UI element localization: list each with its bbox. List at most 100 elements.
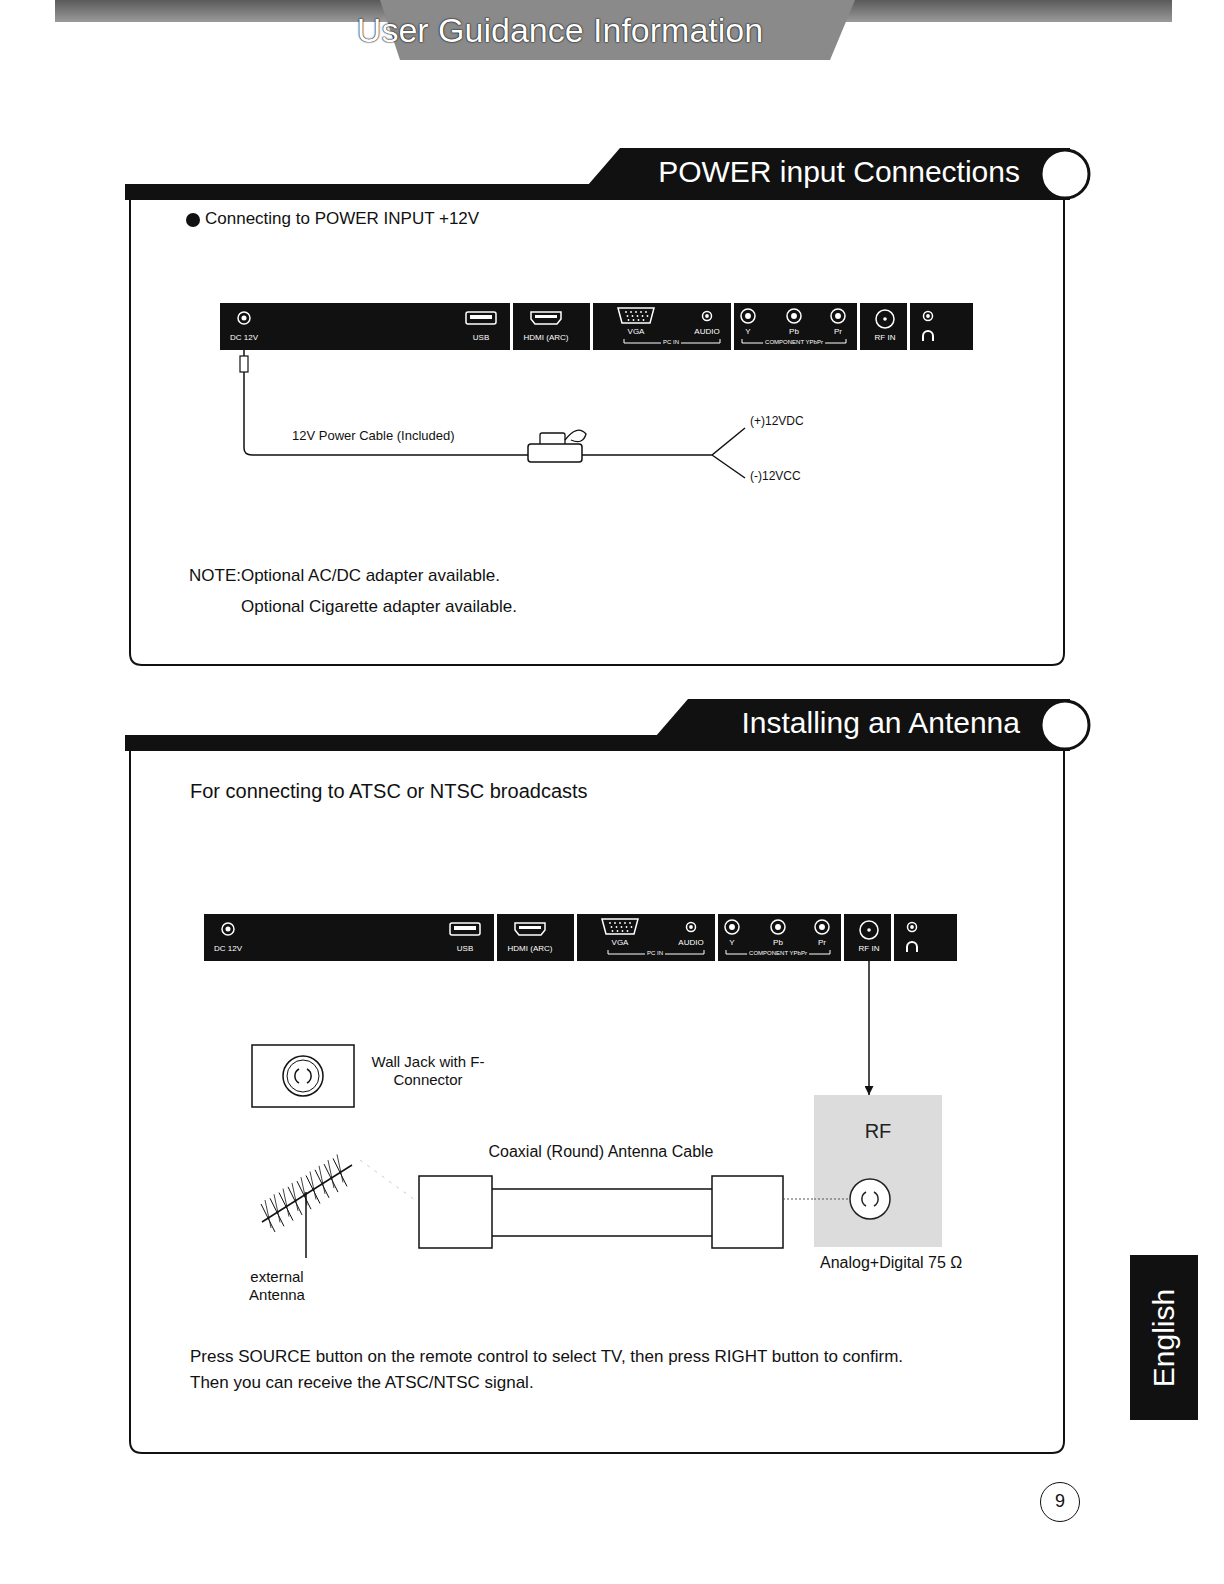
port-label: HDMI (ARC) xyxy=(506,945,555,953)
headphone-symbol xyxy=(923,331,933,341)
usb-port xyxy=(466,312,496,324)
port-label: USB xyxy=(471,334,491,342)
cable-end-left xyxy=(419,1176,492,1248)
strip-divider xyxy=(574,914,577,961)
vga-pin xyxy=(609,922,611,924)
jack-pin xyxy=(705,314,709,318)
vga-pin xyxy=(632,315,634,317)
section-heading: POWER input Connections xyxy=(658,154,1020,190)
connector-strip: DC 12VUSBHDMI (ARC)VGAAUDIOPC INYPbPrCOM… xyxy=(204,914,957,961)
port-label: VGA xyxy=(610,939,631,947)
jack-pin xyxy=(729,924,735,930)
rf-port xyxy=(860,921,878,939)
panel-tab-circle xyxy=(1041,701,1089,749)
port-name: RF xyxy=(865,1119,892,1143)
connector-strip-art xyxy=(204,914,957,961)
antenna-element xyxy=(337,1154,343,1182)
rf-socket-symbol xyxy=(862,1192,878,1206)
wall-jack-inner xyxy=(287,1060,319,1092)
cable-to-rf xyxy=(814,1199,850,1200)
panel-outline xyxy=(130,751,1064,1453)
jack-pin xyxy=(819,924,825,930)
cable-to-rf xyxy=(783,1199,814,1200)
panel-outline xyxy=(130,200,1064,665)
vga-pin xyxy=(614,922,616,924)
antenna-element xyxy=(333,1158,347,1186)
part-label: Wall Jack with F-Connector xyxy=(363,1053,493,1089)
polarity-label: (+)12VDC xyxy=(750,414,804,428)
jack xyxy=(908,923,917,932)
rf-art xyxy=(814,1095,942,1247)
fuse-strap xyxy=(565,430,586,441)
coaxial-cable xyxy=(492,1189,712,1236)
vga-pin xyxy=(617,930,619,932)
port-label: Y xyxy=(743,328,752,336)
jack xyxy=(924,312,933,321)
instruction-text: Press SOURCE button on the remote contro… xyxy=(190,1347,903,1367)
rf-ground xyxy=(814,1095,942,1247)
headphone-symbol xyxy=(907,942,917,952)
hdmi-tongue xyxy=(519,926,541,929)
hdmi-port xyxy=(531,312,561,324)
section-panel: Installing an AntennaDC 12VUSBHDMI (ARC)… xyxy=(125,697,1082,1455)
port-label: USB xyxy=(455,945,475,953)
jack xyxy=(222,923,234,935)
language-tab: English xyxy=(1130,1255,1198,1420)
group-label: PC IN xyxy=(661,339,681,345)
antenna-element xyxy=(279,1193,293,1221)
jack-pin xyxy=(689,925,693,929)
page-number: 9 xyxy=(1040,1482,1080,1522)
strip-divider xyxy=(494,914,497,961)
note-text: Optional Cigarette adapter available. xyxy=(241,597,517,617)
jack-pin xyxy=(241,315,246,320)
strip-ground xyxy=(204,914,957,961)
jack-pin xyxy=(791,313,797,319)
vga-pin xyxy=(622,930,624,932)
strip-divider xyxy=(510,303,513,350)
vga-pin xyxy=(631,926,633,928)
strip-divider xyxy=(857,303,860,350)
vga-pin xyxy=(633,319,635,321)
antenna-element xyxy=(315,1170,329,1198)
jack xyxy=(815,920,829,934)
part-label: Coaxial (Round) Antenna Cable xyxy=(488,1142,713,1161)
port-label: RF IN xyxy=(857,945,882,953)
jack xyxy=(687,923,696,932)
vga-pin xyxy=(629,922,631,924)
port-label: HDMI (ARC) xyxy=(522,334,571,342)
fuse-holder xyxy=(528,444,582,462)
jack-pin xyxy=(225,926,230,931)
jack xyxy=(703,312,712,321)
jack xyxy=(771,920,785,934)
vga-pin xyxy=(627,930,629,932)
vga-pin xyxy=(637,315,639,317)
jack xyxy=(238,312,250,324)
vga-pin xyxy=(624,922,626,924)
connector-strip-art xyxy=(220,303,973,350)
dc-plug xyxy=(240,356,248,372)
port-label: Pr xyxy=(816,939,828,947)
faint-hint xyxy=(360,1160,415,1200)
rf-pin xyxy=(867,928,871,932)
panel-frame xyxy=(125,697,1082,1455)
group-label: COMPONENT YPbPr xyxy=(747,950,809,956)
section-intro: For connecting to ATSC or NTSC broadcast… xyxy=(190,779,588,803)
port-label: Pr xyxy=(832,328,844,336)
jack-pin xyxy=(835,313,841,319)
vga-pin xyxy=(619,922,621,924)
vga-pin xyxy=(645,311,647,313)
strip-ground xyxy=(220,303,973,350)
vga-port xyxy=(602,919,638,934)
rf-port xyxy=(876,310,894,328)
jack xyxy=(725,920,739,934)
group-label: COMPONENT YPbPr xyxy=(763,339,825,345)
cable-label: 12V Power Cable (Included) xyxy=(292,428,455,444)
part-label: external Antenna xyxy=(232,1268,322,1304)
usb-tongue xyxy=(470,315,492,319)
antenna-element xyxy=(306,1176,320,1204)
antenna-element xyxy=(265,1200,271,1228)
jack xyxy=(831,309,845,323)
language-tab-text: English xyxy=(1146,1288,1182,1386)
port-label: VGA xyxy=(626,328,647,336)
